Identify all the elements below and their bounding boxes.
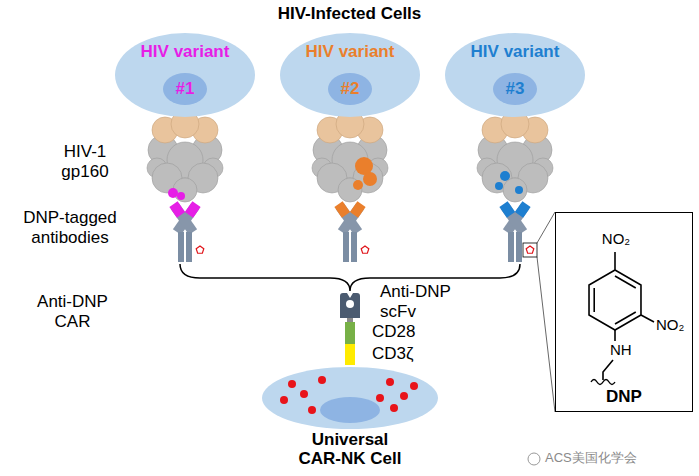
dnp-tag — [196, 246, 204, 253]
infected-cell: HIV variant #3 — [445, 33, 585, 117]
structure-panel: NO₂ NO₂ NH DNP — [555, 212, 693, 412]
zoom-line — [537, 257, 555, 412]
antibody-stem — [178, 232, 184, 262]
node-text: HIV variant — [115, 42, 255, 62]
scfv-pocket — [346, 300, 354, 308]
antibody — [499, 201, 555, 412]
node-text: NO₂ — [656, 316, 690, 333]
cd3z-domain — [345, 344, 355, 365]
variant-epitope — [495, 182, 503, 190]
nk-cell: Universal CAR-NK Cell — [262, 366, 438, 472]
gp160-trimer — [477, 110, 553, 202]
antibody-stem — [508, 232, 514, 262]
nucleus: #1 — [163, 73, 207, 105]
dnp-tag — [361, 246, 369, 253]
gp160-trimer — [312, 110, 388, 202]
zoom-line — [537, 212, 555, 243]
nucleus: #2 — [328, 73, 372, 105]
infected-cell: HIV variant #1 — [115, 33, 255, 117]
variant-epitope — [353, 180, 363, 190]
protein-domain — [503, 178, 527, 202]
domain-label: Anti-DNP scFv — [380, 282, 470, 321]
node-text: #1 — [163, 79, 207, 99]
node-text: NH — [610, 341, 640, 358]
node-text: Universal CAR-NK Cell — [290, 431, 410, 468]
granule — [376, 394, 384, 402]
antibody-tip — [169, 201, 185, 217]
bracket — [180, 264, 520, 291]
dnp-tag — [526, 246, 534, 253]
nucleus-shape — [328, 73, 372, 105]
antibody-tip — [334, 201, 350, 217]
gp160-trimer — [147, 110, 223, 202]
antibody-stem — [186, 232, 192, 262]
granule — [308, 406, 316, 414]
dnp-structure — [589, 252, 654, 385]
antibody-stem — [351, 232, 357, 262]
hinge — [347, 318, 353, 322]
node-text: DNP — [584, 387, 664, 407]
figure-title: HIV-Infected Cells — [0, 4, 699, 24]
antibody-stem — [343, 232, 349, 262]
granule — [318, 376, 326, 384]
granule — [288, 380, 296, 388]
antibody — [169, 201, 203, 262]
protein-domain — [338, 178, 362, 202]
variant-epitope — [363, 172, 377, 186]
variant-epitope — [177, 192, 185, 200]
scfv — [340, 293, 360, 318]
granule — [280, 396, 288, 404]
car-receptor — [340, 293, 360, 365]
granule — [300, 390, 308, 398]
granule — [386, 378, 394, 386]
cd28-domain — [345, 322, 355, 344]
part-label: HIV-1 gp160 — [45, 142, 125, 181]
granule — [390, 404, 398, 412]
nucleus: #3 — [493, 73, 537, 105]
zoom-box — [523, 243, 537, 257]
antibody — [334, 201, 368, 262]
antibody-stem — [516, 232, 522, 262]
nk-nucleus — [320, 397, 380, 423]
node-text: HIV variant — [445, 42, 585, 62]
granule — [410, 382, 418, 390]
cell-shape — [115, 33, 255, 117]
domain-label: CD3ζ — [372, 344, 442, 364]
granule — [400, 392, 408, 400]
watermark-icon — [528, 453, 540, 465]
watermark: ACS美国化学会 — [545, 451, 685, 466]
node-text: NO₂ — [599, 230, 633, 247]
nucleus-shape — [493, 73, 537, 105]
infected-cell: HIV variant #2 — [280, 33, 420, 117]
nucleus-shape — [163, 73, 207, 105]
part-label: Anti-DNP CAR — [25, 292, 120, 331]
node-text: #3 — [493, 79, 537, 99]
variant-epitope — [515, 186, 523, 194]
variant-epitope — [500, 171, 510, 181]
zoom-panel — [556, 213, 693, 412]
node-text: #2 — [328, 79, 372, 99]
domain-label: CD28 — [372, 322, 442, 342]
cell-shape — [445, 33, 585, 117]
node-text: HIV variant — [280, 42, 420, 62]
nk-cell-shape — [262, 367, 438, 429]
part-label: DNP-tagged antibodies — [15, 208, 125, 247]
cell-shape — [280, 33, 420, 117]
variant-epitope — [168, 188, 178, 198]
antibody-tip — [499, 201, 515, 217]
